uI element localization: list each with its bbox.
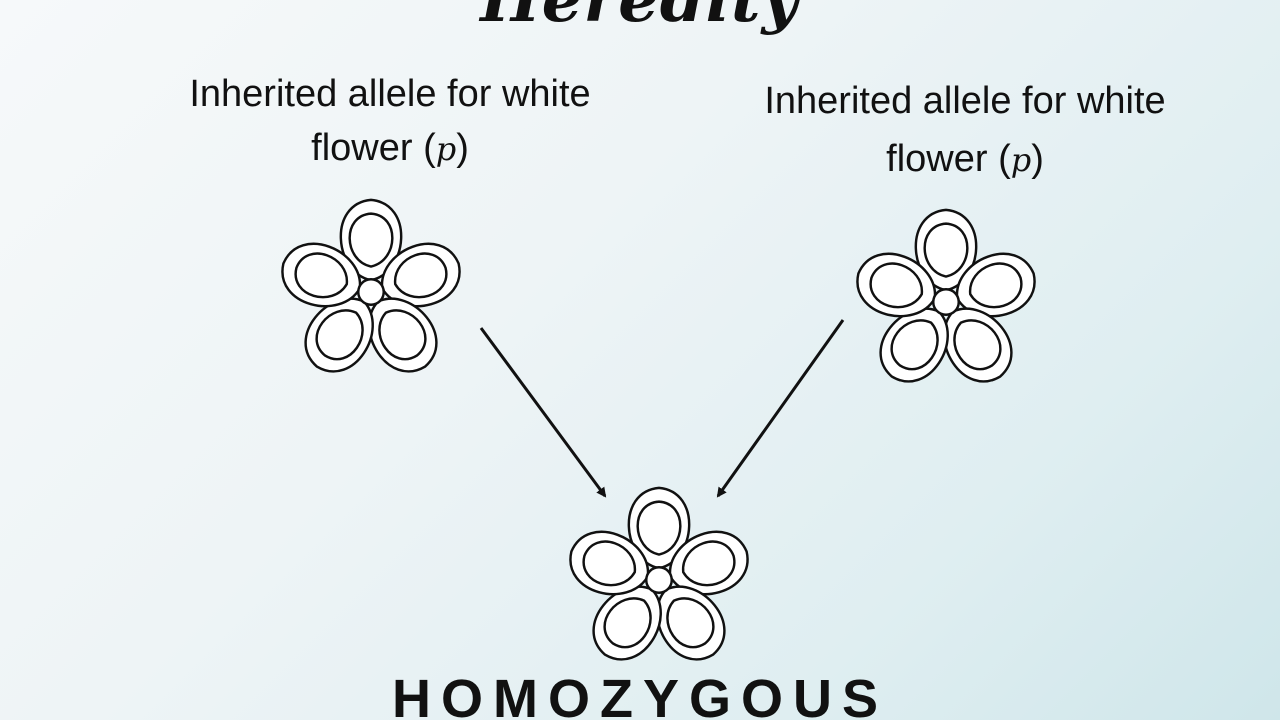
allele-symbol: p: [1010, 141, 1032, 179]
parent-label-right: Inherited allele for white flower (p): [725, 72, 1205, 189]
parent-label-text: Inherited allele for white flower (: [189, 73, 591, 169]
parent-label-left: Inherited allele for white flower (p): [150, 67, 630, 176]
parent-label-close: ): [1031, 138, 1044, 180]
flower-icon: [847, 208, 1045, 396]
flower-icon: [560, 486, 758, 674]
arrow-icon: [716, 319, 845, 498]
flower-icon: [272, 198, 470, 386]
parent-label-text: Inherited allele for white flower (: [764, 80, 1166, 180]
slide-title: Heredity: [0, 0, 1280, 37]
arrow-icon: [479, 327, 607, 498]
allele-symbol: p: [435, 130, 457, 168]
parent-label-close: ): [456, 127, 469, 169]
offspring-label: HOMOZYGOUS: [391, 669, 888, 720]
